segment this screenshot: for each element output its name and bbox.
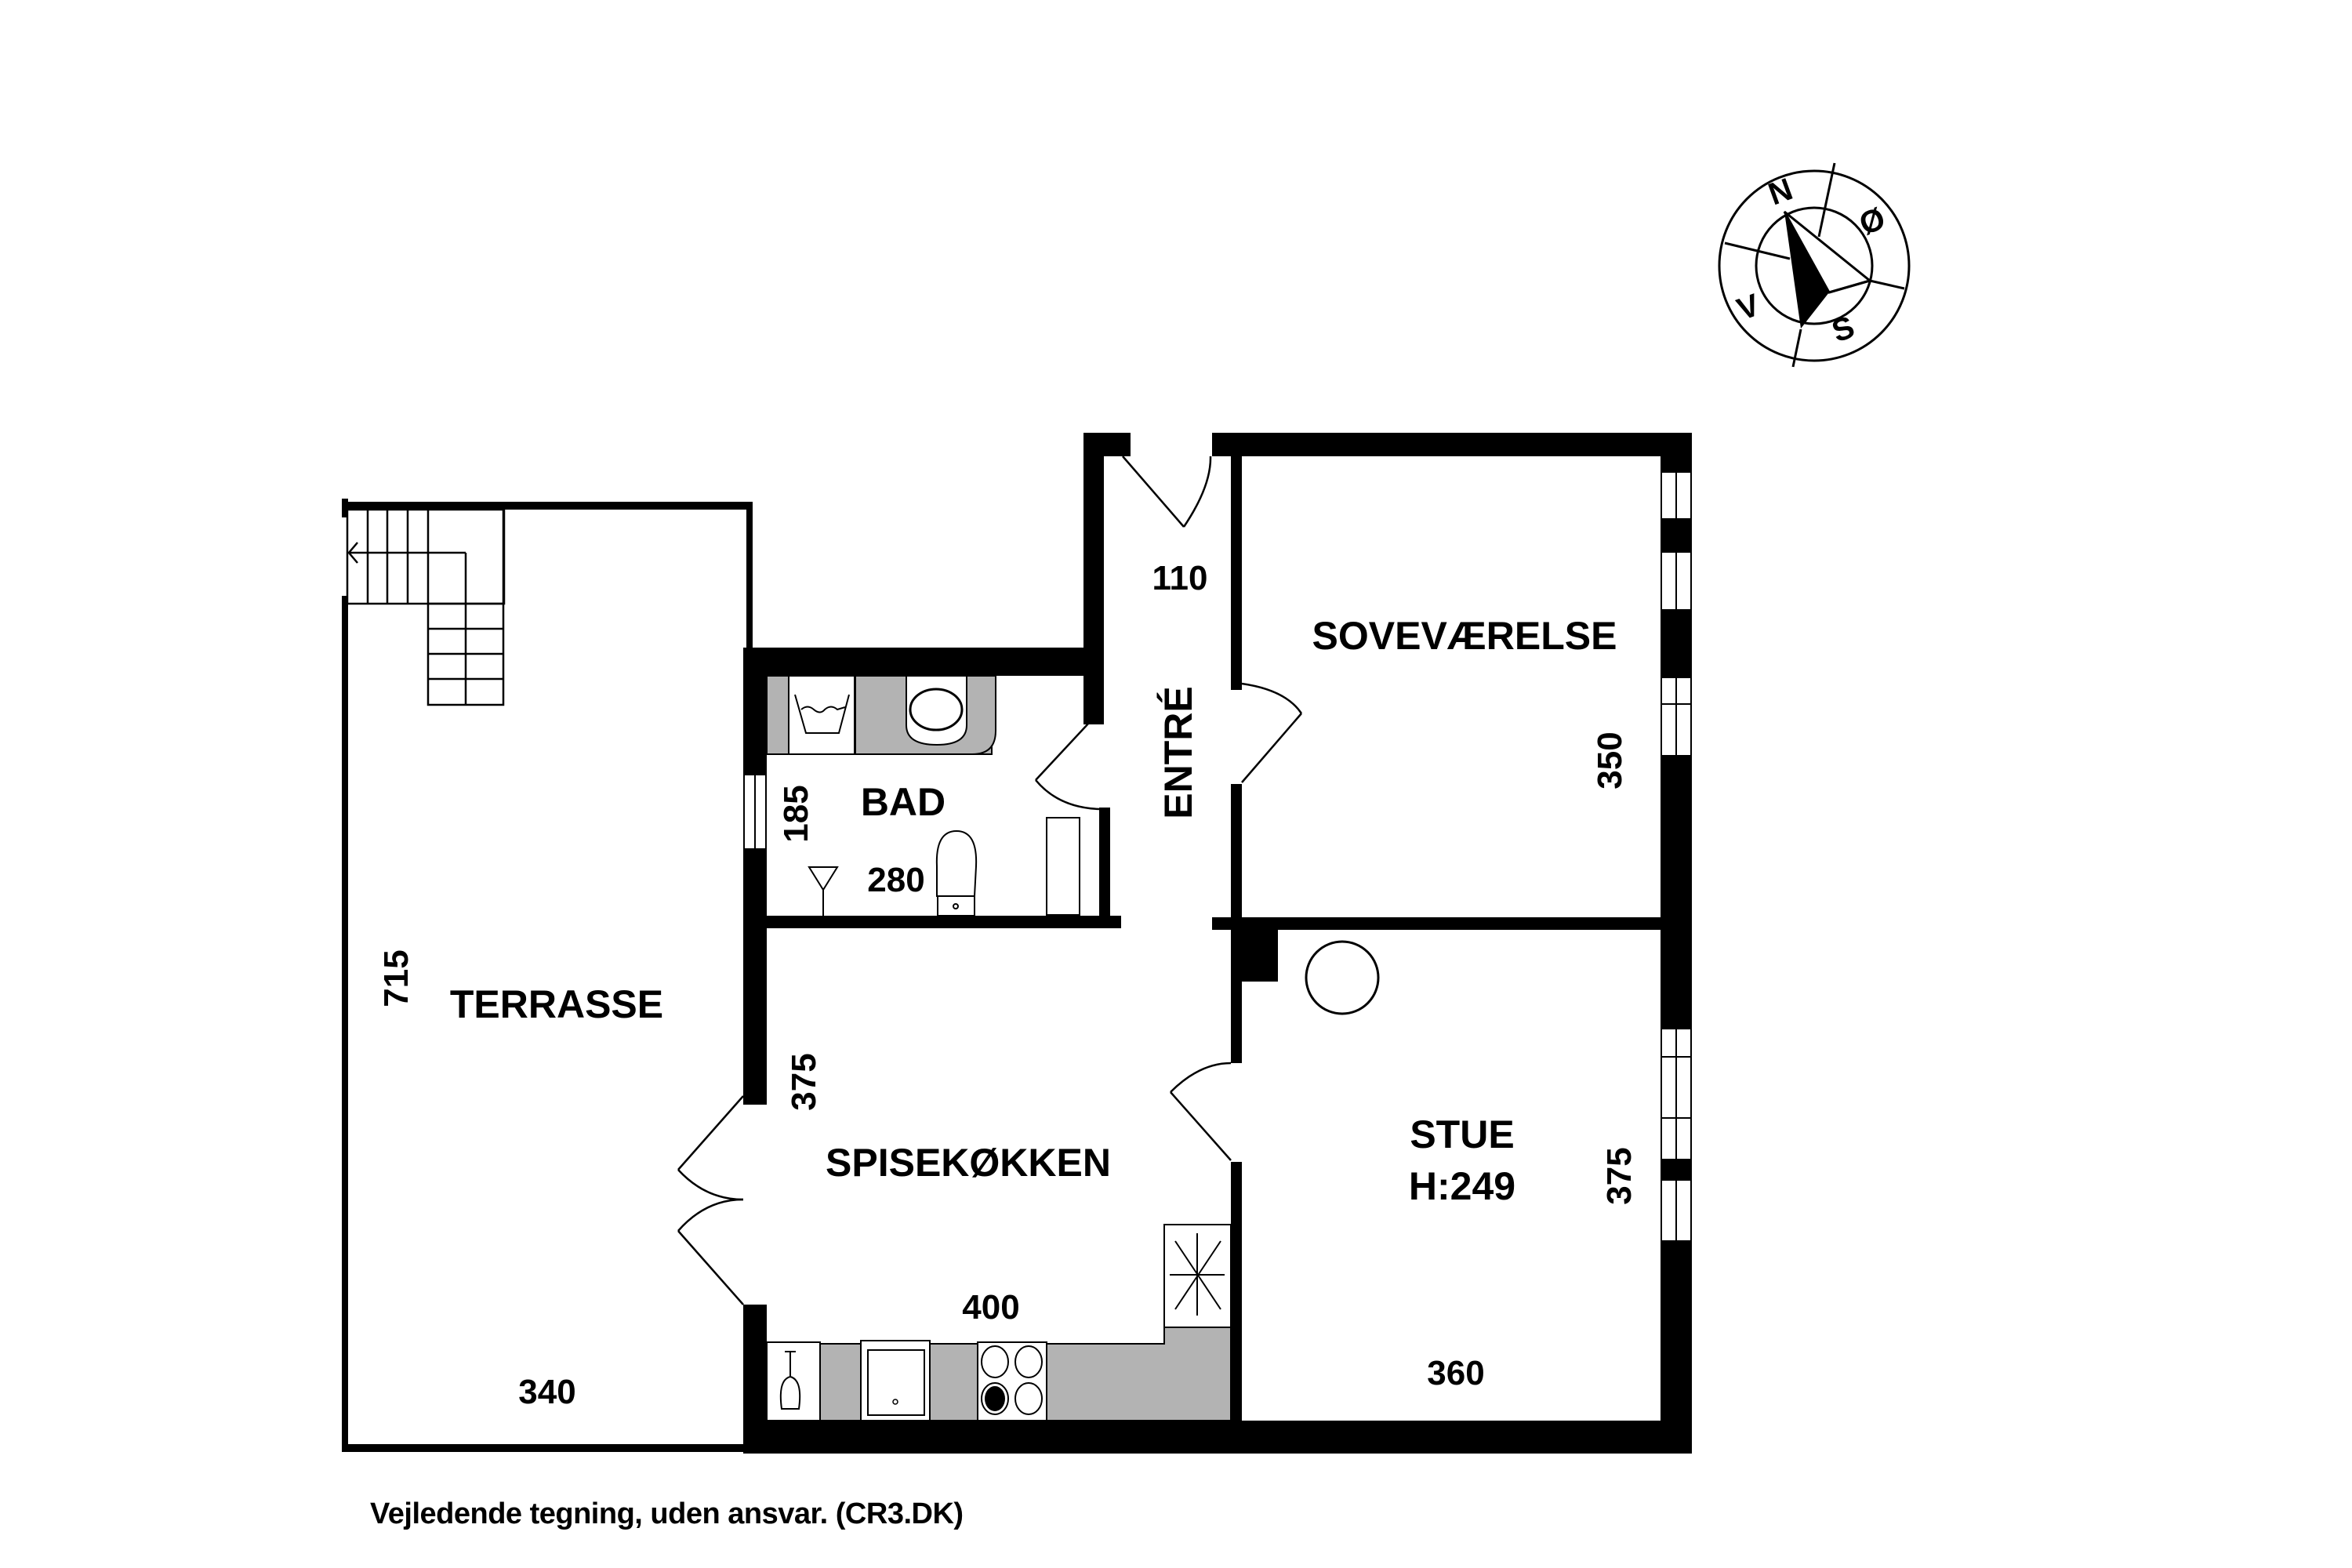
room-label-sovevaerelse: SOVEVÆRELSE (1312, 614, 1617, 658)
dim-sove-height: 350 (1591, 731, 1629, 789)
room-sovevaerelse: SOVEVÆRELSE 350 (1312, 614, 1630, 789)
sove-door-icon (1241, 682, 1303, 783)
room-label-spisekokken: SPISEKØKKEN (826, 1141, 1111, 1185)
kitchen-sink-icon (860, 1340, 931, 1421)
shower-drain-icon (808, 866, 839, 916)
room-label-bad: BAD (861, 780, 946, 824)
fridge-icon (1163, 1224, 1232, 1328)
doors (677, 456, 1303, 1305)
disclaimer-caption: Vejledende tegning, uden ansvar. (CR3.DK… (370, 1497, 964, 1530)
dishwasher-icon (766, 1341, 821, 1421)
stairs-icon (346, 508, 506, 706)
room-terrasse: TERRASSE 715 340 (342, 499, 753, 1452)
compass-east: Ø (1855, 201, 1889, 241)
room-label-terrasse: TERRASSE (450, 982, 663, 1026)
dim-terrasse-width: 340 (518, 1373, 575, 1411)
bad-door-icon (1035, 711, 1100, 811)
windows (743, 471, 1692, 1242)
dim-stue-height: 375 (1600, 1147, 1639, 1204)
bathroom-cabinet-icon (1046, 817, 1080, 916)
compass-north: N (1764, 172, 1797, 212)
dim-bad-height: 185 (777, 785, 815, 842)
dim-kokken-height: 375 (785, 1053, 823, 1110)
room-stue: STUE H:249 375 360 (1305, 940, 1639, 1392)
room-spisekokken: SPISEKØKKEN 375 400 (766, 1053, 1232, 1421)
room-height-stue: H:249 (1409, 1164, 1515, 1208)
toilet-icon (935, 829, 978, 916)
dim-bad-width: 280 (867, 861, 924, 899)
stue-door-icon (1170, 1062, 1232, 1161)
front-door-icon (1122, 456, 1212, 528)
round-stove-icon (1305, 940, 1380, 1015)
room-entre: 110 ENTRÉ (1152, 559, 1208, 819)
bad-fixtures: BAD 185 280 (766, 675, 1080, 916)
dim-kokken-width: 400 (962, 1288, 1019, 1327)
dim-terrasse-height: 715 (377, 949, 416, 1007)
stove-icon (977, 1341, 1047, 1421)
compass-icon: N Ø S V (1718, 162, 1911, 368)
dim-entre-width: 110 (1152, 559, 1208, 597)
kitchen-door-icon (677, 1095, 744, 1305)
room-label-entre: ENTRÉ (1156, 686, 1200, 818)
dim-stue-width: 360 (1427, 1354, 1484, 1392)
wash-basin-icon (906, 675, 967, 746)
compass-south: S (1828, 310, 1859, 349)
walls (743, 433, 1692, 1454)
washing-machine-icon (788, 675, 855, 755)
room-label-stue: STUE (1410, 1112, 1514, 1156)
